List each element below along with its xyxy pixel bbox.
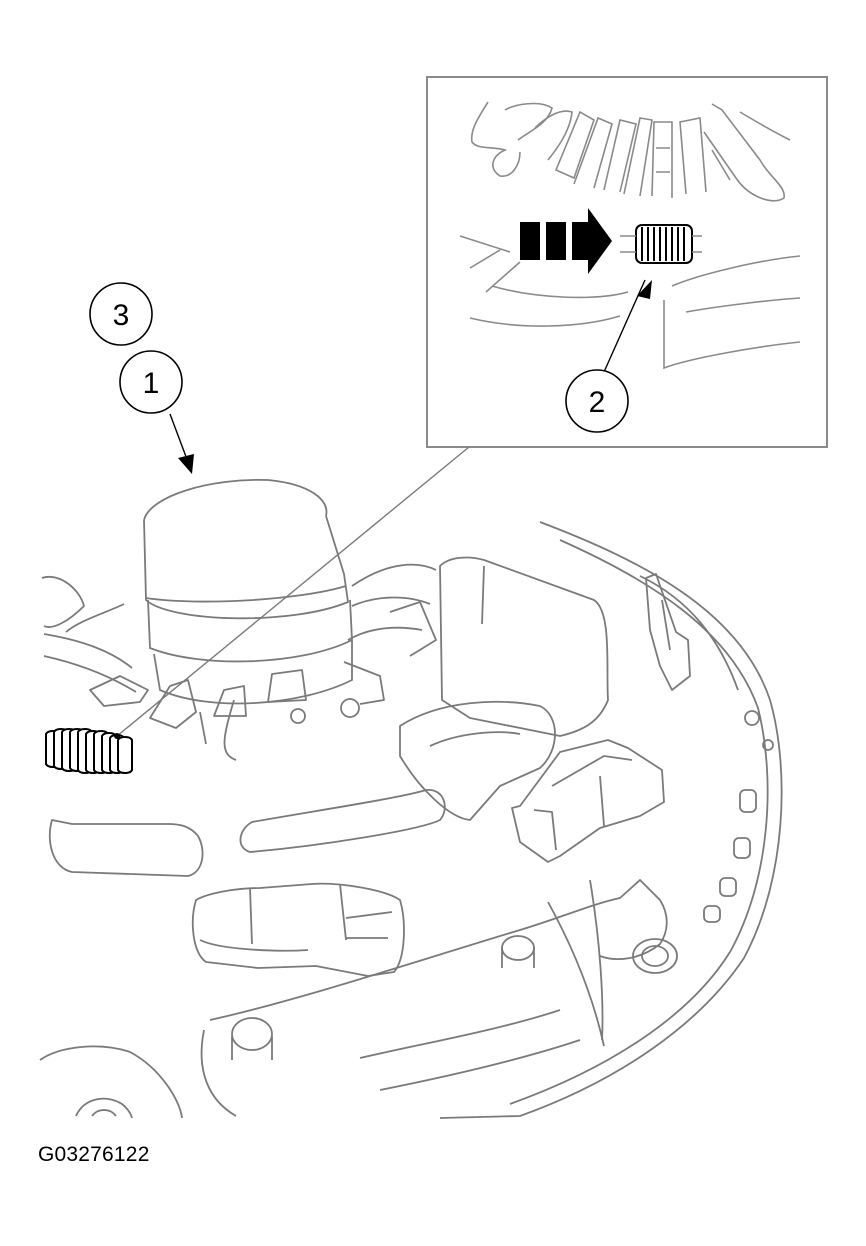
detail-inset: 2	[426, 76, 828, 448]
figure-id: G03276122	[38, 1143, 150, 1166]
inset-leader-line	[116, 446, 470, 737]
detail-inset-frame	[426, 76, 828, 448]
transmission-housing	[39, 521, 783, 1119]
callout-2-label: 2	[589, 386, 606, 419]
callout-2: 2	[565, 369, 629, 433]
install-direction-arrow-icon	[520, 208, 612, 274]
inset-leader-dot	[114, 733, 120, 739]
callout-1-arrowhead	[178, 454, 194, 474]
coil-spring-icon	[45, 728, 133, 774]
callout-3: 3	[89, 282, 153, 346]
callout-2-arrowhead	[637, 280, 652, 299]
cylinder-bushing-icon	[143, 478, 353, 705]
callout-1-leader	[169, 413, 189, 463]
inset-housing-sketch	[459, 101, 801, 370]
callout-3-label: 3	[113, 299, 130, 332]
callout-2-leader	[603, 279, 646, 373]
callout-1-label: 1	[143, 367, 160, 400]
callout-1: 1	[119, 350, 183, 414]
coil-spring-icon	[620, 224, 702, 264]
